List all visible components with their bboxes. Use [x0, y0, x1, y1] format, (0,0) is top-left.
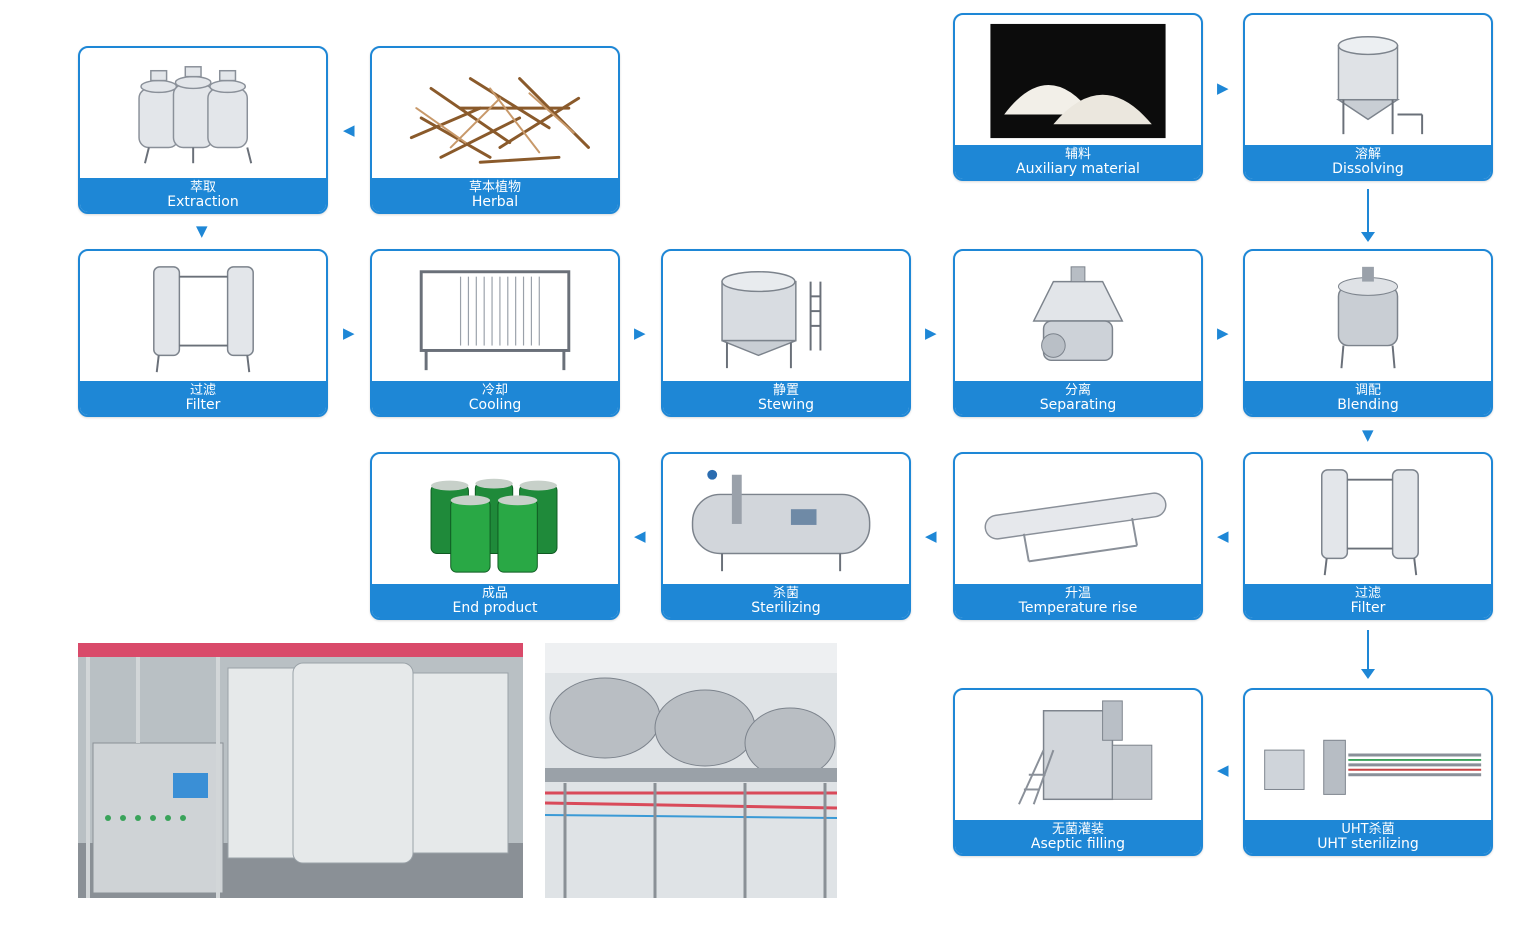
arrow-left-icon: ◀	[634, 527, 646, 545]
factory-tanks-photo	[78, 643, 523, 898]
herbal-roots-image	[372, 48, 618, 182]
auxiliary-powder-image	[955, 15, 1201, 149]
tube-heater-image	[955, 454, 1201, 588]
step-label-en: Filter	[1350, 600, 1386, 616]
step-label-zh: 杀菌	[772, 586, 799, 601]
step-label-en: Extraction	[167, 194, 239, 210]
step-label-zh: 升温	[1064, 586, 1091, 601]
step-label-en: Herbal	[471, 194, 519, 210]
arrow-left-icon: ◀	[925, 527, 937, 545]
arrow-down-icon: ▼	[1362, 426, 1374, 444]
arrow-left-icon: ◀	[1217, 761, 1229, 779]
arrow-right-icon: ▶	[343, 324, 355, 342]
step-label-zh: 冷却	[481, 383, 508, 398]
step-label-zh: 萃取	[189, 180, 216, 195]
step-label-en: Dissolving	[1332, 161, 1404, 177]
step-label-zh: 调配	[1354, 383, 1381, 398]
step-label-zh: 辅料	[1064, 147, 1091, 162]
blending-tank-image	[1245, 251, 1491, 385]
step-label-en: Temperature rise	[1018, 600, 1138, 616]
step-label-zh: 过滤	[189, 383, 216, 398]
step-label-en: Cooling	[468, 397, 522, 413]
filter-housings-image	[1245, 454, 1491, 588]
step-label-en: UHT sterilizing	[1317, 836, 1419, 852]
step-label-zh: 分离	[1064, 383, 1091, 398]
step-label-zh: 草本植物	[468, 180, 521, 195]
arrow-right-icon: ▶	[1217, 79, 1229, 97]
dissolving-tank-image	[1245, 15, 1491, 149]
step-label-zh: 静置	[772, 383, 799, 398]
step-label-zh: 过滤	[1354, 586, 1381, 601]
centrifuge-separator-image	[955, 251, 1201, 385]
stewing-tank-image	[663, 251, 909, 385]
step-label-en: Filter	[185, 397, 221, 413]
green-cans-image	[372, 454, 618, 588]
filter-housings-image	[80, 251, 326, 385]
step-label-zh: 溶解	[1354, 147, 1381, 162]
step-label-en: Blending	[1337, 397, 1399, 413]
retort-sterilizer-image	[663, 454, 909, 588]
step-label-zh: UHT杀菌	[1341, 822, 1395, 837]
arrow-left-icon: ◀	[1217, 527, 1229, 545]
arrow-left-icon: ◀	[343, 121, 355, 139]
step-label-zh: 成品	[481, 586, 508, 601]
plate-heat-exchanger-image	[372, 251, 618, 385]
arrow-down-icon	[1361, 630, 1375, 679]
arrow-right-icon: ▶	[634, 324, 646, 342]
arrow-down-icon: ▼	[196, 222, 208, 240]
step-label-en: Auxiliary material	[1016, 161, 1140, 177]
arrow-right-icon: ▶	[1217, 324, 1229, 342]
step-label-en: End product	[452, 600, 538, 616]
factory-mixing-tanks-photo	[545, 643, 837, 898]
aseptic-filler-image	[955, 690, 1201, 824]
extraction-tanks-image	[80, 48, 326, 182]
step-label-en: Sterilizing	[751, 600, 821, 616]
step-label-zh: 无菌灌装	[1051, 822, 1104, 837]
uht-system-image	[1245, 690, 1491, 824]
step-label-en: Separating	[1039, 397, 1117, 413]
arrow-right-icon: ▶	[925, 324, 937, 342]
step-label-en: Stewing	[757, 397, 815, 413]
step-label-en: Aseptic filling	[1030, 836, 1126, 852]
arrow-down-icon	[1361, 189, 1375, 242]
